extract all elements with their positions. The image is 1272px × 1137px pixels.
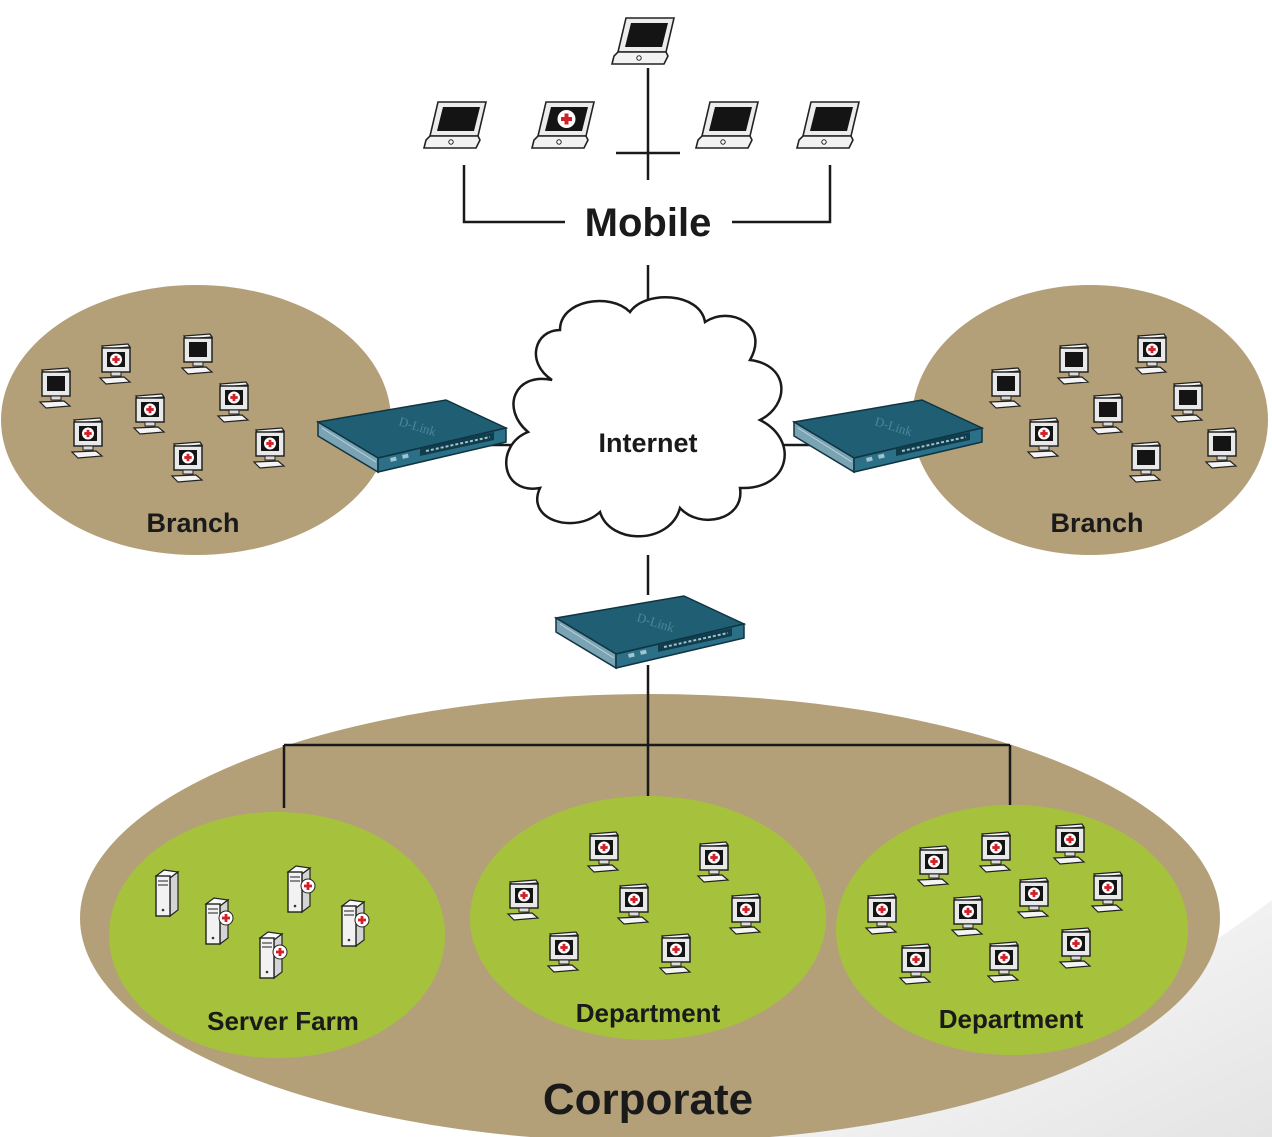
protected-desktop-icon xyxy=(730,894,760,934)
server-farm: Server Farm xyxy=(109,812,445,1058)
desktop-icon xyxy=(1205,427,1237,469)
protected-desktop-icon xyxy=(660,934,690,974)
protected-desktop-icon xyxy=(588,832,618,872)
protected-desktop-icon xyxy=(618,884,648,924)
protected-desktop-icon xyxy=(1028,418,1058,458)
protected-desktop-icon xyxy=(866,894,896,934)
protected-desktop-icon xyxy=(72,418,102,458)
firewall-icon xyxy=(555,595,745,669)
protected-desktop-icon xyxy=(1054,824,1084,864)
internet-cloud: Internet xyxy=(505,296,786,538)
protected-desktop-icon xyxy=(1018,878,1048,918)
protected-desktop-icon xyxy=(134,394,164,434)
desktop-icon xyxy=(181,333,213,375)
laptop-icon xyxy=(423,101,487,149)
department-1: Department xyxy=(470,796,826,1040)
cloud-icon xyxy=(505,296,786,538)
branch-left: Branch xyxy=(1,285,391,555)
connection-lines xyxy=(282,68,1012,810)
mobile-label: Mobile xyxy=(585,201,712,245)
protected-desktop-icon xyxy=(918,846,948,886)
protected-desktop-icon xyxy=(980,832,1010,872)
department-1-zone xyxy=(470,796,826,1040)
branch-right-label: Branch xyxy=(1050,508,1143,538)
desktop-icon xyxy=(39,367,71,409)
protected-desktop-icon xyxy=(1136,334,1166,374)
internet-label: Internet xyxy=(598,428,697,458)
branch-right-zone xyxy=(912,285,1268,555)
protected-desktop-icon xyxy=(1092,872,1122,912)
branch-left-label: Branch xyxy=(146,508,239,538)
protected-desktop-icon xyxy=(508,880,538,920)
protected-desktop-icon xyxy=(218,382,248,422)
department-1-label: Department xyxy=(576,998,721,1028)
laptop-icon xyxy=(611,17,675,65)
mobile-group: Mobile xyxy=(423,17,860,245)
server-farm-label: Server Farm xyxy=(207,1006,359,1036)
background-swoosh xyxy=(760,900,1272,1137)
protected-desktop-icon xyxy=(988,942,1018,982)
protected-desktop-icon xyxy=(254,428,284,468)
department-2: Department xyxy=(836,805,1188,1055)
protected-desktop-icon xyxy=(100,344,130,384)
corporate-label: Corporate xyxy=(543,1075,753,1124)
desktop-icon xyxy=(1171,381,1203,423)
protected-desktop-icon xyxy=(172,442,202,482)
protected-desktop-icon xyxy=(548,932,578,972)
protected-desktop-icon xyxy=(698,842,728,882)
protected-laptop-icon xyxy=(532,102,594,148)
protected-desktop-icon xyxy=(1060,928,1090,968)
department-2-label: Department xyxy=(939,1004,1084,1034)
laptop-icon xyxy=(796,101,860,149)
laptop-icon xyxy=(695,101,759,149)
branch-right: Branch xyxy=(912,285,1268,555)
branch-left-zone xyxy=(1,285,391,555)
desktop-icon xyxy=(1091,393,1123,435)
server-icon xyxy=(155,869,179,917)
protected-desktop-icon xyxy=(900,944,930,984)
desktop-icon xyxy=(989,367,1021,409)
desktop-icon xyxy=(1129,441,1161,483)
desktop-icon xyxy=(1057,343,1089,385)
protected-desktop-icon xyxy=(952,896,982,936)
